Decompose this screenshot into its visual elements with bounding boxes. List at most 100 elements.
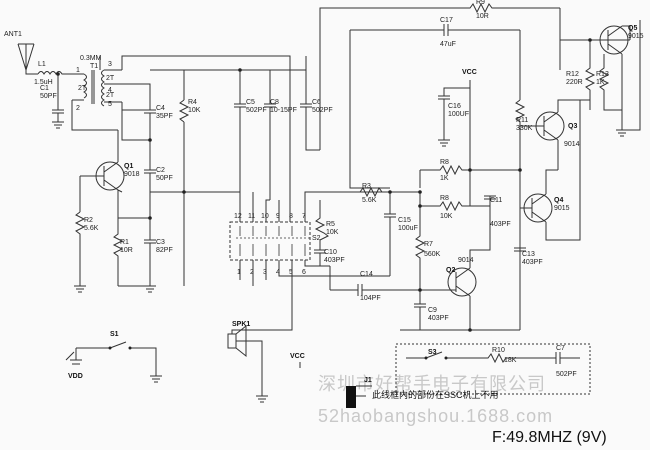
transistor-q2: Q2 9014 — [446, 230, 491, 330]
switch-s1: S1 — [76, 331, 162, 383]
c1-value: 50PF — [40, 93, 57, 100]
resistor-r10: R10 18K — [470, 347, 540, 364]
c8-value: 10-15PF — [270, 107, 297, 114]
s2-pin-7: 7 — [302, 213, 306, 220]
vdd-label: VDD — [68, 373, 83, 380]
r4-label: R4 — [188, 99, 197, 106]
transistor-q3: Q3 9014 — [520, 99, 590, 170]
s1-label: S1 — [110, 331, 119, 338]
c6-value: 502PF — [312, 107, 333, 114]
s2-pin-8: 8 — [289, 213, 293, 220]
capacitor-c1: C1 50PF — [40, 74, 64, 129]
capacitor-c10: C10 403PF — [314, 240, 345, 266]
c2-label: C2 — [156, 167, 165, 174]
c4-label: C4 — [156, 105, 165, 112]
capacitor-c15: C15 100uF — [384, 192, 418, 276]
resistor-r3: R3 5.6K — [330, 183, 420, 204]
s2-pin-5: 5 — [289, 269, 293, 276]
capacitor-c7: C7 502PF — [540, 345, 580, 378]
c5-label: C5 — [246, 99, 255, 106]
r13-label: R13 — [596, 71, 609, 78]
c5-value: 502PF — [246, 107, 267, 114]
resistor-r12: R12 220R — [566, 40, 596, 110]
capacitor-c6: C6 502PF — [300, 56, 333, 151]
l1-label: L1 — [38, 61, 46, 68]
c10-value: 403PF — [324, 257, 345, 264]
r10-label: R10 — [492, 347, 505, 354]
capacitor-c14: C14 104PF — [330, 271, 448, 302]
resistor-r1: R1 10R — [112, 218, 133, 286]
c17-value: 47uF — [440, 41, 456, 48]
watermark-company: 深圳市好帮手电子有限公司 — [318, 374, 546, 394]
c1-label: C1 — [40, 85, 49, 92]
resistor-r7: R7 560K — [414, 206, 441, 290]
c15-value: 100uF — [398, 225, 418, 232]
transformer-t1: 0.3MM T1 1 2 3 2T 4 5 2T 2T — [72, 55, 122, 112]
c3-label: C3 — [156, 239, 165, 246]
transistor-q5: Q5 9015 — [590, 20, 644, 131]
capacitor-c11: C11 403PF — [470, 195, 511, 230]
q4-label: Q4 — [554, 197, 563, 204]
s2-pin-10: 10 — [261, 213, 269, 220]
t1-label: T1 — [90, 63, 98, 70]
c7-value: 502PF — [556, 371, 577, 378]
t1-sec-turns-a: 2T — [106, 75, 115, 82]
resistor-r8-1k: R8 1K — [420, 159, 520, 182]
unused-section-note: 此线框内的部份在SSC机上不用 — [372, 389, 499, 400]
s2-pin-3: 3 — [263, 269, 267, 276]
q1-label: Q1 — [124, 163, 133, 170]
switch-s3: S3 — [406, 349, 470, 360]
spk1-label: SPK1 — [232, 321, 250, 328]
r2-value: 5.6K — [84, 225, 99, 232]
c6-label: C6 — [312, 99, 321, 106]
q3-value: 9014 — [564, 141, 580, 148]
speaker-spk1: SPK1 — [227, 318, 293, 403]
resistor-r8-10k: R8 10K — [420, 195, 470, 220]
s2-pin-9: 9 — [276, 213, 280, 220]
jack-j1: J1 — [346, 377, 372, 408]
ant1-label: ANT1 — [4, 31, 22, 38]
t1-wire-size: 0.3MM — [80, 55, 102, 62]
c14-value: 104PF — [360, 295, 381, 302]
s2-label: S2 — [312, 235, 321, 242]
r11-label: R11 — [516, 117, 528, 124]
r11-value: 330K — [516, 125, 533, 132]
capacitor-c17: C17 47uF — [349, 17, 520, 189]
junction-dots — [56, 38, 592, 332]
j1-label: J1 — [364, 377, 372, 384]
q5-value: 9015 — [628, 33, 644, 40]
antenna-ant1: ANT1 — [4, 31, 38, 75]
r2-label: R2 — [84, 217, 93, 224]
r10-value: 18K — [504, 357, 517, 364]
resistor-r13: R13 1K — [596, 54, 622, 111]
resistor-r2: R2 5.6K — [74, 211, 99, 293]
t1-pin-5: 5 — [108, 101, 112, 108]
q3-label: Q3 — [568, 123, 577, 130]
c9-value: 403PF — [428, 315, 449, 322]
c17-label: C17 — [440, 17, 453, 24]
q4-value: 9015 — [554, 205, 570, 212]
resistor-r9: R9 10R — [460, 0, 560, 20]
c2-value: 50PF — [156, 175, 173, 182]
r5-value: 10K — [326, 229, 339, 236]
capacitor-c3: C3 82PF — [144, 218, 173, 293]
c4-value: 35PF — [156, 113, 173, 120]
capacitor-c2: C2 50PF — [144, 140, 173, 218]
c16-value: 100UF — [448, 111, 469, 118]
r12-value: 220R — [566, 79, 583, 86]
s2-pin-1: 1 — [237, 269, 241, 276]
s2-pin-4: 4 — [276, 269, 280, 276]
r1-value: 10R — [120, 247, 133, 254]
t1-pin-3: 3 — [108, 61, 112, 68]
c3-value: 82PF — [156, 247, 173, 254]
resistor-r4: R4 10K — [178, 70, 201, 192]
capacitor-c8: C8 10-15PF — [264, 70, 297, 200]
transistor-q1: Q1 9018 — [80, 130, 140, 218]
r8a-label: R8 — [440, 159, 449, 166]
frequency-label: F:49.8MHZ (9V) — [492, 429, 607, 446]
switch-s2: S2 12 11 10 9 8 7 1 2 3 4 5 6 — [229, 213, 321, 276]
q5-label: Q5 — [628, 25, 637, 32]
r4-value: 10K — [188, 107, 201, 114]
